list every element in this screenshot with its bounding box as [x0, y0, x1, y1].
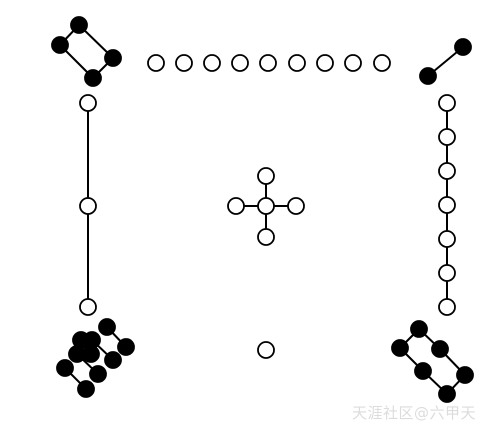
- top-middle-dot-6: [288, 54, 306, 72]
- right-column-dot-6: [438, 264, 456, 282]
- bottom-left-dot-7: [89, 365, 107, 383]
- group-top-right: [419, 38, 472, 85]
- left-column-dot-2: [79, 197, 97, 215]
- right-column-dot-7: [438, 298, 456, 316]
- top-middle-dot-4: [231, 54, 249, 72]
- top-middle-dot-5: [259, 54, 277, 72]
- top-middle-dot-3: [203, 54, 221, 72]
- left-column-dot-1: [79, 94, 97, 112]
- bottom-left-dot-9: [72, 331, 90, 349]
- bottom-right-dot-3: [431, 340, 449, 358]
- center-cross-dot-3: [257, 197, 275, 215]
- top-left-dot-1: [70, 16, 88, 34]
- bottom-right-dot-1: [410, 320, 428, 338]
- top-left-dot-2: [51, 36, 69, 54]
- left-column-dot-3: [79, 298, 97, 316]
- group-right-column: [438, 94, 456, 316]
- group-top-middle: [147, 54, 391, 72]
- dot-groups: [51, 16, 474, 403]
- top-middle-dot-7: [316, 54, 334, 72]
- bottom-right-dot-5: [456, 366, 474, 384]
- top-middle-dot-1: [147, 54, 165, 72]
- center-cross-dot-2: [227, 197, 245, 215]
- group-center-cross: [227, 167, 305, 246]
- group-bottom-left: [56, 318, 135, 398]
- bottom-left-dot-10: [82, 345, 100, 363]
- bottom-left-dot-5: [117, 338, 135, 356]
- center-cross-dot-1: [257, 167, 275, 185]
- bottom-right-dot-6: [438, 385, 456, 403]
- bottom-right-dot-2: [391, 339, 409, 357]
- right-column-dot-2: [438, 128, 456, 146]
- group-bottom-right: [391, 320, 474, 403]
- bottom-left-dot-1: [98, 318, 116, 336]
- group-top-left: [51, 16, 122, 87]
- group-left-column: [79, 94, 97, 316]
- watermark: 天涯社区@六甲天: [352, 404, 477, 422]
- bottom-left-dot-6: [104, 351, 122, 369]
- top-left-dot-3: [104, 49, 122, 67]
- right-column-dot-1: [438, 94, 456, 112]
- bottom-left-dot-4: [56, 359, 74, 377]
- right-column-dot-4: [438, 196, 456, 214]
- center-cross-dot-4: [287, 197, 305, 215]
- top-right-dot-2: [419, 67, 437, 85]
- top-middle-dot-8: [344, 54, 362, 72]
- center-cross-dot-5: [257, 228, 275, 246]
- top-middle-dot-9: [373, 54, 391, 72]
- top-middle-dot-2: [175, 54, 193, 72]
- right-column-dot-3: [438, 162, 456, 180]
- top-left-dot-4: [84, 69, 102, 87]
- group-bottom-middle: [257, 341, 275, 359]
- bottom-middle-dot-1: [257, 341, 275, 359]
- top-right-dot-1: [454, 38, 472, 56]
- bottom-left-dot-8: [77, 380, 95, 398]
- right-column-dot-5: [438, 230, 456, 248]
- bottom-right-dot-4: [414, 362, 432, 380]
